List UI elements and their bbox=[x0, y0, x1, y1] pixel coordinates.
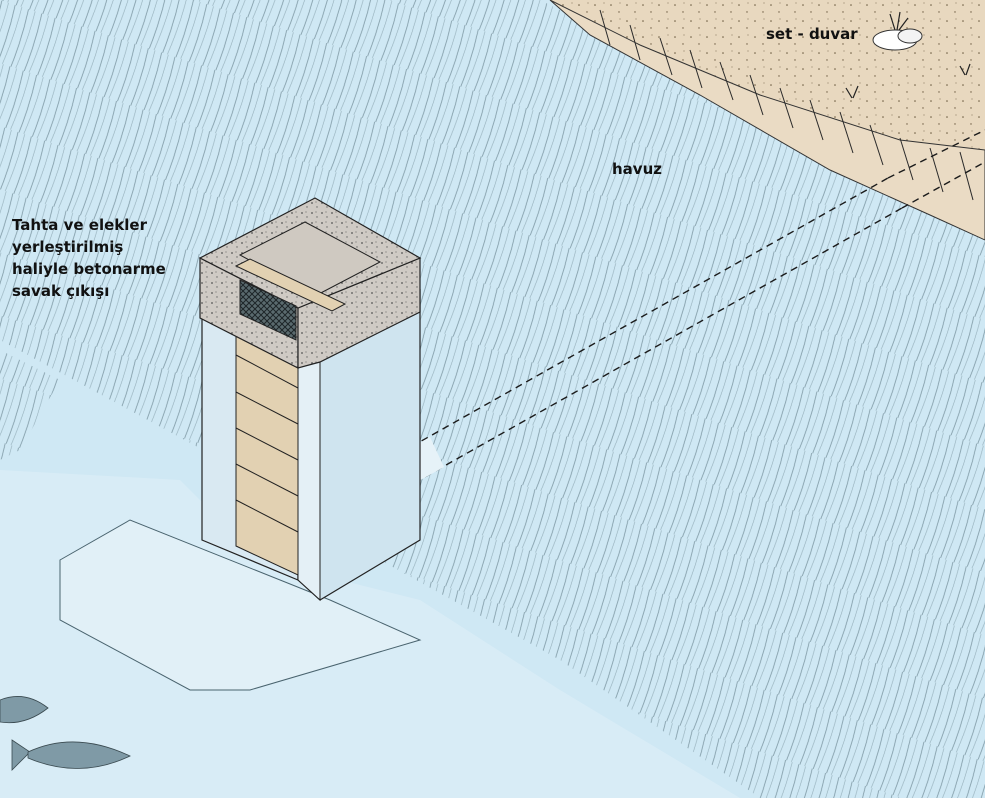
pond-label: havuz bbox=[612, 160, 662, 178]
screen-mesh bbox=[239, 279, 297, 341]
outlet-basin bbox=[59, 519, 422, 691]
grass-icon bbox=[845, 11, 971, 99]
outlet-pipe bbox=[337, 129, 985, 519]
wood-board-seams bbox=[235, 354, 299, 533]
board-top bbox=[234, 258, 347, 312]
embankment-slope-left bbox=[0, 350, 60, 460]
concrete-monk bbox=[198, 197, 422, 602]
rock-icon bbox=[897, 28, 923, 44]
fish-icon bbox=[0, 696, 131, 771]
dam-face-strokes bbox=[599, 9, 974, 201]
monk-front-pillar bbox=[297, 349, 321, 602]
dam-face bbox=[549, 0, 985, 241]
monk-outlet-label: Tahta ve elekler yerleştirilmiş haliyle … bbox=[12, 216, 166, 300]
dam-wall-label: set - duvar bbox=[766, 25, 858, 43]
